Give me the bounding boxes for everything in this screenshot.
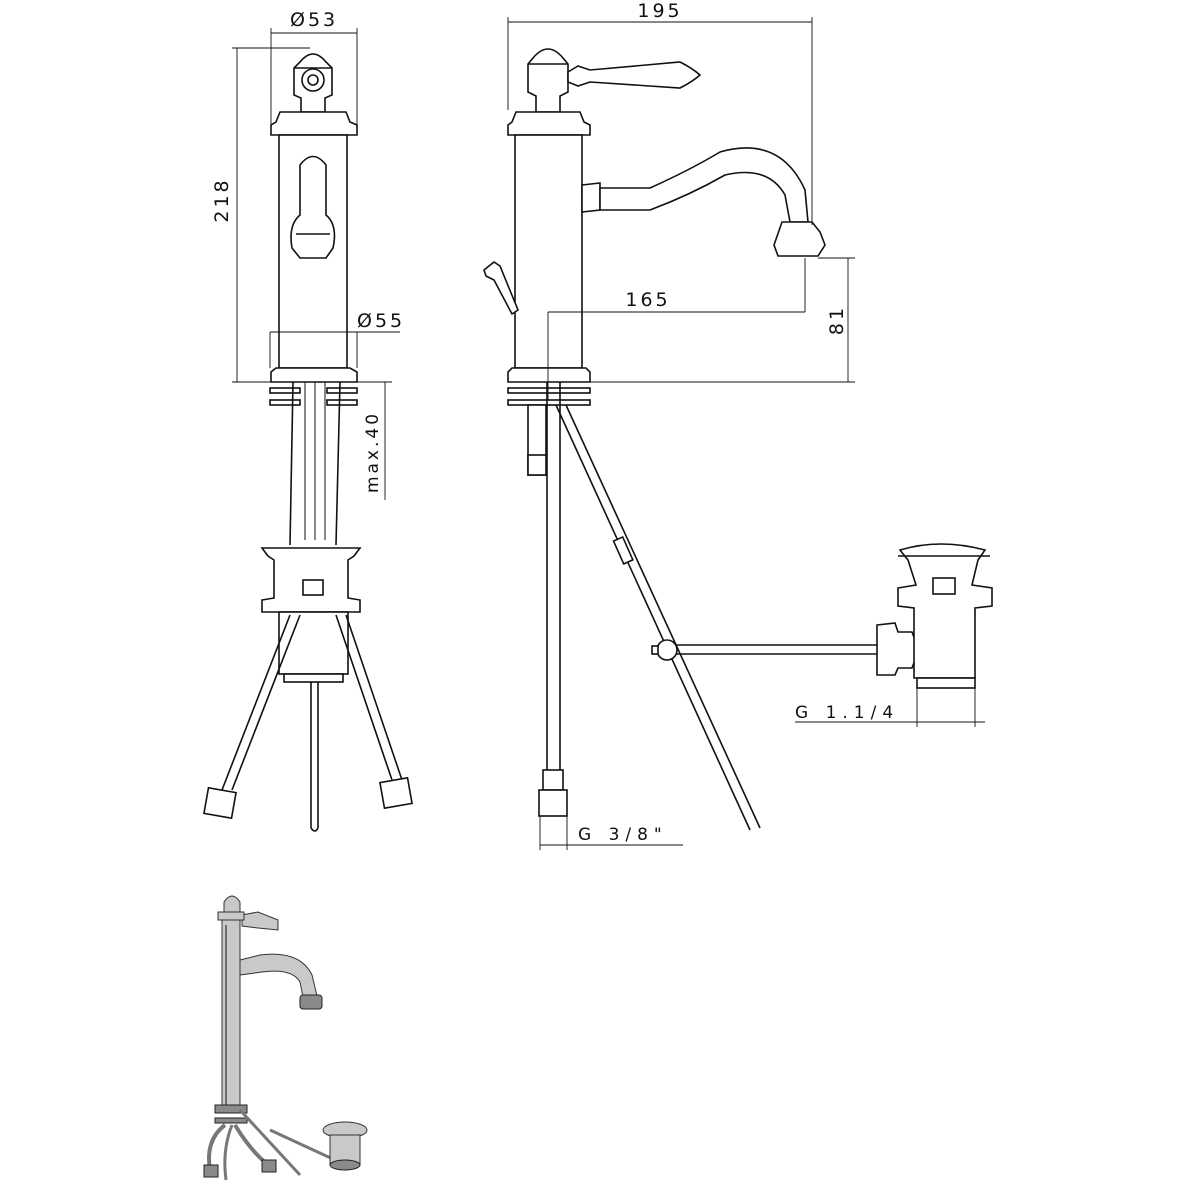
dim-spout-height: 81 [826,305,848,335]
dim-hose-thread: G 3/8" [578,825,668,845]
dimension-lines [232,17,985,850]
dim-spout-reach: 165 [625,289,670,311]
dim-handle-diameter: Ø53 [290,9,338,31]
front-view [203,53,413,832]
dim-base-diameter: Ø55 [357,310,405,332]
dimension-labels: Ø53 218 Ø55 max.40 195 165 81 G 1.1/4 G … [211,0,899,845]
dim-total-height: 218 [211,177,233,222]
dim-total-length: 195 [637,0,682,22]
dim-max-deck-thickness: max.40 [363,411,383,493]
dim-waste-thread: G 1.1/4 [795,703,899,723]
side-view [483,48,993,831]
faucet-3d-render [203,895,368,1181]
